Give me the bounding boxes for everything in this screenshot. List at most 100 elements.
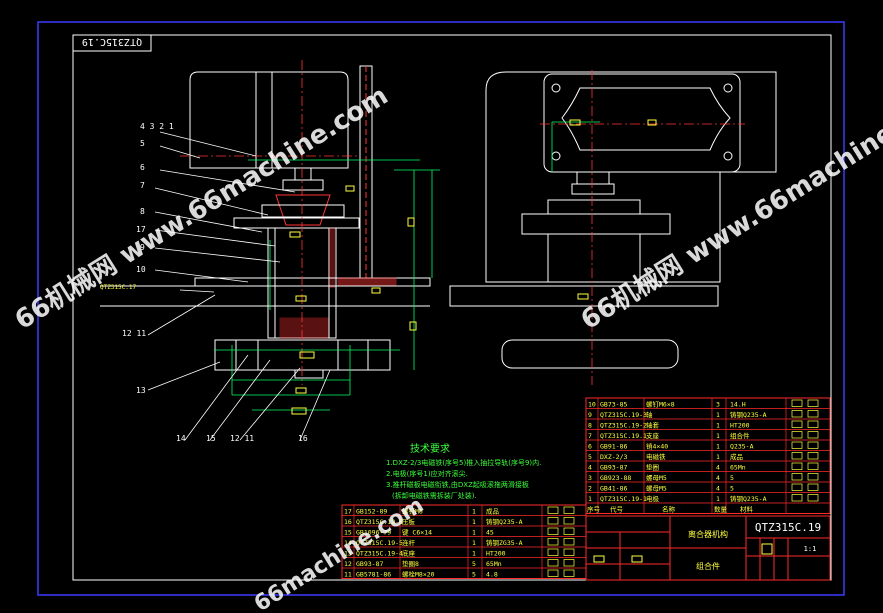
label-8: 8 [140,207,145,216]
upper-table-cell-no: 6 [588,443,592,451]
left-section-view [100,65,431,379]
upper-table-cell-mat: 14.H [730,401,746,409]
notes-line-4: (拆卸电磁铁需拆装厂处装). [392,491,477,500]
lower-table-cell-name: 螺钉M6 [402,507,423,516]
upper-table-cell-no: 5 [588,453,592,461]
right-center-lines [540,70,745,385]
upper-table-header: 数量 [714,505,728,514]
lower-table-cell-qty: 1 [472,518,476,526]
right-front-view [449,71,777,369]
lower-table-cell-qty: 5 [472,560,476,568]
upper-table-cell-name: 垫圈 [646,463,659,472]
lower-table-cell-name: 垫圈8 [402,559,419,568]
label-5: 5 [140,139,145,148]
lower-table-cell-code: QTZ315C.19-4 [356,550,403,558]
title-name: 离合器机构 [688,529,728,539]
left-center-lines [180,60,360,385]
upper-table-cell-qty: 4 [716,464,720,472]
upper-table-header: 序号 [587,505,601,514]
upper-table-cell-code: GB73-85 [600,401,627,409]
upper-table-header: 材料 [740,505,754,514]
title-subtitle: 组合件 [696,561,720,571]
upper-table-cell-mat: 铸钢Q235-A [730,494,767,503]
upper-table-cell-mat: 5 [730,485,734,493]
right-bottom-disc [501,339,679,369]
upper-table-cell-mat: 铸钢Q235-A [730,410,767,419]
upper-table-header: 名称 [662,505,676,514]
upper-table-cell-name: 螺母M5 [646,484,667,493]
lower-table-cell-no: 12 [344,560,352,568]
upper-table-cell-code: QTZ315C.19-2 [600,422,647,430]
upper-table-cell-no: 9 [588,411,592,419]
left-leaders [147,131,331,441]
upper-table-cell-mat: 5 [730,474,734,482]
notes-line-3: 3.推杆磁板电磁衔铁,由DXZ起吸滚拖两滑接板 [386,480,529,489]
upper-table-cell-no: 10 [588,401,596,409]
label-14: 14 [176,434,186,443]
lower-table-cell-name: 底座 [402,549,416,558]
housing-outline [485,71,777,283]
title-drawing-no: QTZ315C.19 [755,521,821,534]
upper-table-cell-qty: 3 [716,401,720,409]
lower-table-cell-name: 压板 [402,517,416,526]
upper-table-cell-qty: 4 [716,474,720,482]
clutch-cone [275,194,331,226]
upper-table-cell-no: 4 [588,464,592,472]
upper-table-cell-no: 1 [588,495,592,503]
lower-table-cell-qty: 1 [472,529,476,537]
header-code: QTZ315C.19 [82,36,142,47]
lower-table-cell-code: GB152-89 [356,508,387,516]
upper-table-cell-qty: 1 [716,443,720,451]
lower-table-cell-no: 11 [344,571,352,579]
label-13: 13 [136,386,146,395]
lower-table-cell-no: 14 [344,539,352,547]
electromagnet-housing [189,71,349,169]
label-6: 6 [140,163,145,172]
upper-table-cell-code: QTZ315C.19.1 [600,432,647,440]
upper-table-header: 代号 [610,505,624,514]
upper-table-cell-name: 销4×40 [646,442,668,451]
upper-table-cell-no: 2 [588,485,592,493]
upper-table-cell-name: 支座 [646,431,660,440]
upper-table-cell-qty: 1 [716,432,720,440]
upper-table-cell-qty: 1 [716,422,720,430]
upper-table-cell-mat: 组合件 [730,431,750,440]
bottom-disc [214,339,391,371]
lower-table-cell-code: GB5781-86 [356,571,391,579]
right-base-plate [449,285,719,307]
lower-table-cell-mat: 成品 [486,507,499,516]
upper-table-cell-no: 3 [588,474,592,482]
lower-table-cell-qty: 1 [472,550,476,558]
label-10: 10 [136,265,146,274]
upper-table-cell-code: GB93-87 [600,464,627,472]
lower-table-cell-no: 17 [344,508,352,516]
lower-table-cell-qty: 1 [472,539,476,547]
label-qtz315c17: QTZ315C.17 [100,284,137,291]
label-16: 16 [298,434,308,443]
upper-table-cell-no: 8 [588,422,592,430]
lower-table-cell-mat: HT200 [486,550,506,558]
upper-table-cell-qty: 4 [716,485,720,493]
lower-table-cell-mat: 4.8 [486,571,498,579]
lower-table-cell-mat: 45 [486,529,494,537]
lower-table-cell-code: GB93-87 [356,560,383,568]
upper-table-cell-name: 电磁铁 [646,452,666,461]
inner-frame [72,34,832,581]
title-ratio: 1:1 [804,545,817,553]
title-block [585,515,831,581]
label-7: 7 [140,181,145,190]
lower-table-cell-no: 13 [344,550,352,558]
label-17: 17 [136,225,146,234]
upper-table-cell-mat: HT200 [730,422,750,430]
header-code-box [72,34,152,52]
upper-table-cell-name: 轴 [646,410,653,419]
label-15: 15 [206,434,216,443]
label-4321: 4 3 2 1 [140,122,174,131]
upper-table-cell-qty: 1 [716,495,720,503]
lower-table-cell-qty: 1 [472,508,476,516]
upper-table-cell-mat: 65Mn [730,464,746,472]
